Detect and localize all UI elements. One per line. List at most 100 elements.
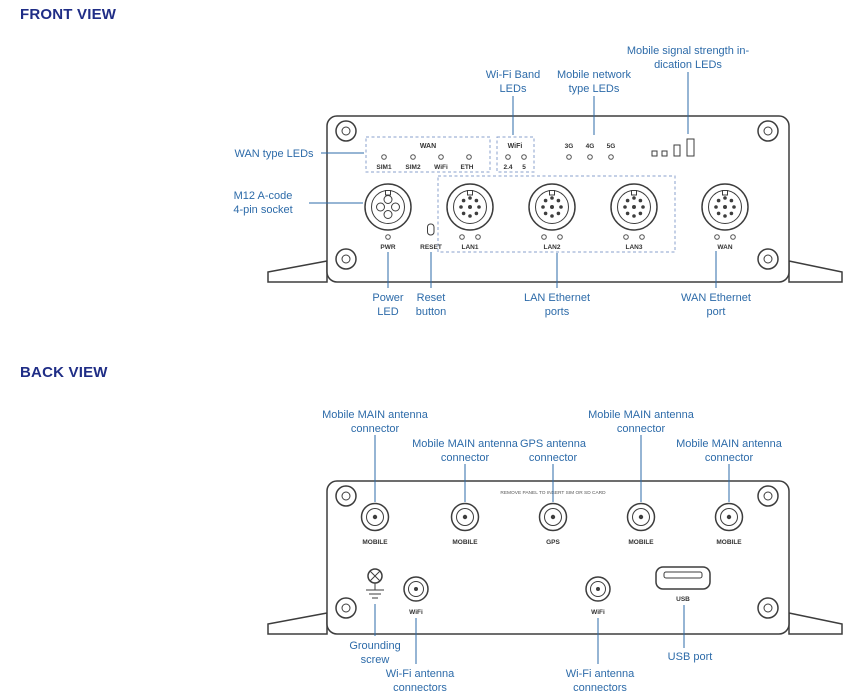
- front-right-mounting-tab: [788, 260, 843, 283]
- wifi-connector-label: WiFi: [591, 609, 605, 616]
- eth-led-label: ETH: [461, 164, 474, 171]
- sim1-led-label: SIM1: [376, 164, 392, 171]
- callout-lines: [309, 72, 730, 664]
- pwr-led: [385, 234, 391, 240]
- lan1-label: LAN1: [462, 244, 479, 251]
- front-device: WAN SIM1 SIM2 WiFi ETH WiFi 2.4 5 3G 4G …: [267, 115, 843, 283]
- back-panel-outline: [326, 480, 790, 635]
- wan-led: [714, 234, 720, 240]
- callout-m12-socket: M12 A-code 4-pin socket: [233, 190, 293, 217]
- mobile-connector-label: MOBILE: [628, 539, 654, 546]
- mobile-antenna-connector-icon: [450, 502, 480, 532]
- wan-led-group-box: [365, 136, 491, 173]
- gps-antenna-connector-icon: [538, 502, 568, 532]
- screw-icon: [757, 485, 779, 507]
- screw-icon: [335, 485, 357, 507]
- callout-grounding-screw: Grounding screw: [349, 640, 401, 667]
- lan2-port-icon: [528, 183, 576, 231]
- callout-mobile-signal-leds: Mobile signal strength in- dication LEDs: [626, 45, 750, 72]
- lan2-label: LAN2: [544, 244, 561, 251]
- lan2-led: [557, 234, 563, 240]
- front-view-heading: FRONT VIEW: [20, 6, 117, 23]
- reset-label: RESET: [420, 244, 442, 251]
- mobile-connector-label: MOBILE: [716, 539, 742, 546]
- usb-label: USB: [676, 596, 690, 603]
- 5g-led-label: 5G: [607, 143, 616, 150]
- wifi-antenna-connector-icon: [585, 576, 611, 602]
- reset-button-hole[interactable]: [427, 223, 435, 236]
- pwr-label: PWR: [380, 244, 395, 251]
- screw-icon: [757, 120, 779, 142]
- m12-4pin-socket-icon: [364, 183, 412, 231]
- gps-connector-label: GPS: [546, 539, 560, 546]
- signal-strength-leds: [651, 138, 695, 157]
- lan1-port-icon: [446, 183, 494, 231]
- signal-led-bar: [661, 150, 668, 157]
- mobile-antenna-connector-icon: [360, 502, 390, 532]
- wan-led: [730, 234, 736, 240]
- signal-led-bar: [686, 138, 695, 157]
- wifi-antenna-connector-icon: [403, 576, 429, 602]
- 5g-led: [608, 154, 614, 160]
- callout-wifi-antenna-left: Wi-Fi antenna connectors: [385, 668, 455, 695]
- callout-power-led: Power LED: [372, 292, 404, 319]
- back-right-mounting-tab: [788, 612, 843, 635]
- callout-mobile-main-antenna-2: Mobile MAIN antenna connector: [412, 438, 518, 465]
- callout-wan-ethernet-port: WAN Ethernet port: [681, 292, 751, 319]
- back-view-heading: BACK VIEW: [20, 364, 108, 381]
- front-left-mounting-tab: [267, 260, 328, 283]
- screw-icon: [335, 248, 357, 270]
- sim2-led: [410, 154, 416, 160]
- lan1-led: [475, 234, 481, 240]
- lan1-led: [459, 234, 465, 240]
- mobile-connector-label: MOBILE: [362, 539, 388, 546]
- sim2-led-label: SIM2: [405, 164, 421, 171]
- eth-led: [466, 154, 472, 160]
- wifi-5-led-label: 5: [522, 164, 526, 171]
- mobile-antenna-connector-icon: [626, 502, 656, 532]
- callout-wifi-antenna-right: Wi-Fi antenna connectors: [565, 668, 635, 695]
- wifi-5-led: [521, 154, 527, 160]
- wifi-band-group-label: WiFi: [508, 143, 523, 150]
- wan-label: WAN: [717, 244, 732, 251]
- callout-gps-antenna: GPS antenna connector: [519, 438, 587, 465]
- callout-mobile-network-type-leds: Mobile network type LEDs: [557, 69, 631, 96]
- sim1-led: [381, 154, 387, 160]
- 4g-led: [587, 154, 593, 160]
- wan-port-icon: [701, 183, 749, 231]
- wifi-led: [438, 154, 444, 160]
- callout-mobile-main-antenna-3: Mobile MAIN antenna connector: [588, 409, 694, 436]
- callout-reset-button: Reset button: [415, 292, 447, 319]
- 4g-led-label: 4G: [586, 143, 595, 150]
- callout-wan-type-leds: WAN type LEDs: [234, 148, 314, 160]
- usb-port-inner: [663, 571, 703, 579]
- lan-ports-group-box: [437, 175, 676, 253]
- signal-led-bar: [651, 150, 658, 157]
- wifi-connector-label: WiFi: [409, 609, 423, 616]
- lan3-led: [623, 234, 629, 240]
- wifi-24-led: [505, 154, 511, 160]
- screw-icon: [757, 248, 779, 270]
- mobile-connector-label: MOBILE: [452, 539, 478, 546]
- screw-icon: [335, 597, 357, 619]
- wan-led-group-label: WAN: [420, 143, 436, 150]
- 3g-led-label: 3G: [565, 143, 574, 150]
- lan3-label: LAN3: [626, 244, 643, 251]
- callout-lan-ethernet-ports: LAN Ethernet ports: [523, 292, 591, 319]
- screw-icon: [335, 120, 357, 142]
- callout-wifi-band-leds: Wi-Fi Band LEDs: [485, 69, 541, 96]
- back-left-mounting-tab: [267, 612, 328, 635]
- 3g-led: [566, 154, 572, 160]
- wifi-band-led-group-box: [496, 136, 535, 173]
- screw-icon: [757, 597, 779, 619]
- lan2-led: [541, 234, 547, 240]
- callout-mobile-main-antenna-4: Mobile MAIN antenna connector: [676, 438, 782, 465]
- signal-led-bar: [673, 144, 681, 157]
- lan3-led: [639, 234, 645, 240]
- callout-mobile-main-antenna-1: Mobile MAIN antenna connector: [322, 409, 428, 436]
- wifi-24-led-label: 2.4: [503, 164, 512, 171]
- back-device: REMOVE PANEL TO INSERT SIM OR SD CARD MO…: [267, 480, 843, 635]
- callout-usb-port: USB port: [667, 651, 713, 663]
